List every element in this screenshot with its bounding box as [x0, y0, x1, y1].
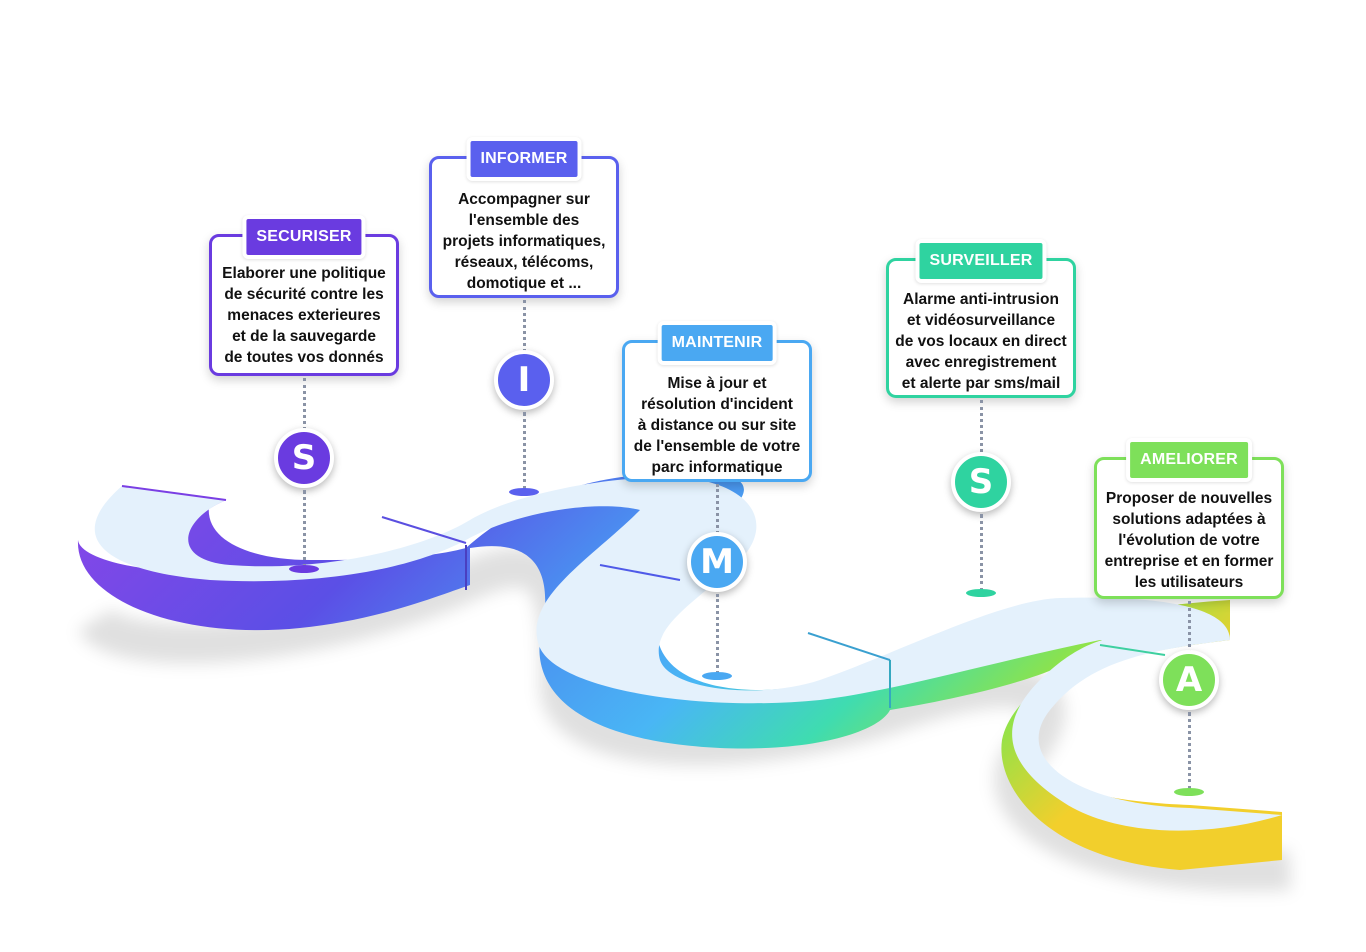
- road-divider: [599, 564, 681, 581]
- step-card-securiser: SECURISER Elaborer une politique de sécu…: [209, 215, 399, 376]
- a-letter-icon: A: [1159, 650, 1219, 710]
- road-marker: [702, 672, 732, 680]
- road-edge-line: [121, 485, 227, 501]
- step-description: Mise à jour et résolution d'incident à d…: [633, 375, 801, 476]
- dotted-connector: [716, 594, 719, 674]
- road-divider: [807, 632, 891, 661]
- road-marker: [509, 488, 539, 496]
- dotted-connector: [1188, 601, 1191, 653]
- dotted-connector: [523, 412, 526, 490]
- step-description: Accompagner sur l'ensemble des projets i…: [442, 191, 606, 292]
- i-letter-icon: I: [494, 350, 554, 410]
- step-description: Alarme anti-intrusion et vidéosurveillan…: [895, 291, 1067, 392]
- step-card-surveiller: SURVEILLER Alarme anti-intrusion et vidé…: [886, 239, 1076, 398]
- s-letter-icon: S: [951, 452, 1011, 512]
- dotted-connector: [980, 514, 983, 592]
- road-side: [77, 472, 1282, 870]
- dotted-connector: [303, 378, 306, 430]
- dotted-connector: [716, 484, 719, 534]
- step-title: SECURISER: [242, 215, 366, 259]
- step-card-informer: INFORMER Accompagner sur l'ensemble des …: [429, 137, 619, 298]
- step-title: INFORMER: [466, 137, 582, 181]
- step-title: MAINTENIR: [657, 321, 777, 365]
- s-letter-icon: S: [274, 428, 334, 488]
- dotted-connector: [980, 400, 983, 452]
- step-card-maintenir: MAINTENIR Mise à jour et résolution d'in…: [622, 321, 812, 482]
- step-description: Proposer de nouvelles solutions adaptées…: [1104, 490, 1274, 591]
- road-marker: [1174, 788, 1204, 796]
- step-title: AMELIORER: [1126, 438, 1252, 482]
- road-marker: [966, 589, 996, 597]
- step-description: Elaborer une politique de sécurité contr…: [222, 265, 386, 366]
- dotted-connector: [523, 300, 526, 352]
- road-divider: [381, 516, 467, 544]
- step-title: SURVEILLER: [915, 239, 1047, 283]
- road-divider: [1099, 644, 1166, 656]
- dotted-connector: [303, 490, 306, 568]
- road-marker: [289, 565, 319, 573]
- m-letter-icon: M: [687, 532, 747, 592]
- step-card-ameliorer: AMELIORER Proposer de nouvelles solution…: [1094, 438, 1284, 599]
- road-top: [94, 477, 1282, 831]
- dotted-connector: [1188, 712, 1191, 790]
